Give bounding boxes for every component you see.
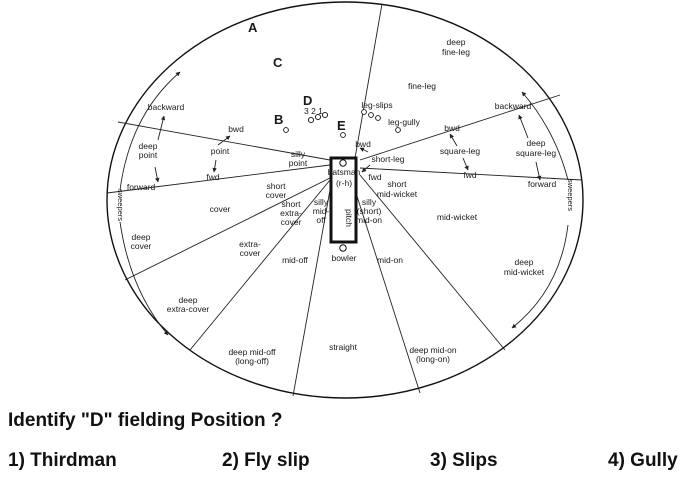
fielding-positions-diagram: pitch batsman (r-h) bowler A C D B E 3 2…	[106, 1, 584, 399]
deep-mid-on-label: deep mid-on(long-on)	[409, 345, 457, 364]
marker-b: B	[274, 112, 283, 127]
bwd-leg-label: bwd	[444, 123, 460, 133]
deep-mid-off-label: deep mid-off(long-off)	[228, 347, 276, 366]
bowler-label: bowler	[331, 253, 356, 263]
forward-leg-label: forward	[528, 179, 557, 189]
sweepers-right-label: sweepers	[566, 179, 575, 211]
batsman-marker	[339, 159, 347, 167]
mid-wicket-label: mid-wicket	[437, 212, 478, 222]
backward-leg-label: backward	[495, 101, 532, 111]
marker-d: D	[303, 93, 312, 108]
short-leg-label: short-leg	[371, 154, 404, 164]
pitch	[329, 156, 358, 244]
extra-cover-label: extra-cover	[239, 239, 261, 258]
straight-label: straight	[329, 342, 358, 352]
batsman-label: batsman	[328, 167, 361, 177]
backward-off-label: backward	[148, 102, 185, 112]
field-boundary	[106, 1, 584, 399]
direction-arrows	[119, 71, 569, 336]
fine-leg-label: fine-leg	[408, 81, 436, 91]
mid-off-label: mid-off	[282, 255, 308, 265]
silly-short-mid-on-label: silly(short)mid-on	[356, 197, 382, 225]
bwd-off-label: bwd	[228, 124, 244, 134]
option-1[interactable]: 1) Thirdman	[8, 450, 117, 471]
question-text: Identify "D" fielding Position ?	[8, 410, 283, 431]
option-2[interactable]: 2) Fly slip	[222, 450, 310, 471]
marker-a: A	[248, 20, 258, 35]
leg-gully-label: leg-gully	[388, 117, 420, 127]
fwd-short-leg-label: fwd	[368, 172, 382, 182]
forward-off-label: forward	[127, 182, 156, 192]
fwd-off-label: fwd	[206, 172, 220, 182]
marker-c: C	[273, 55, 283, 70]
cover-label: cover	[210, 204, 231, 214]
leg-slips-label: leg-slips	[361, 100, 392, 110]
mid-on-label: mid-on	[377, 255, 403, 265]
option-3[interactable]: 3) Slips	[430, 450, 498, 471]
fielder-circles	[283, 109, 401, 138]
rh-label: (r-h)	[336, 178, 352, 188]
point-label: point	[211, 146, 230, 156]
sweepers-left-label: sweepers	[116, 189, 125, 221]
pitch-label: pitch	[344, 209, 354, 227]
sector-lines	[106, 3, 583, 397]
option-4[interactable]: 4) Gully	[608, 450, 678, 471]
bwd-short-leg-label: bwd	[355, 139, 371, 149]
fwd-leg-label: fwd	[463, 170, 477, 180]
bowler-marker	[339, 244, 347, 252]
marker-e: E	[337, 118, 346, 133]
slip-numbers: 3 2 1	[304, 106, 323, 116]
square-leg-label: square-leg	[440, 146, 480, 156]
